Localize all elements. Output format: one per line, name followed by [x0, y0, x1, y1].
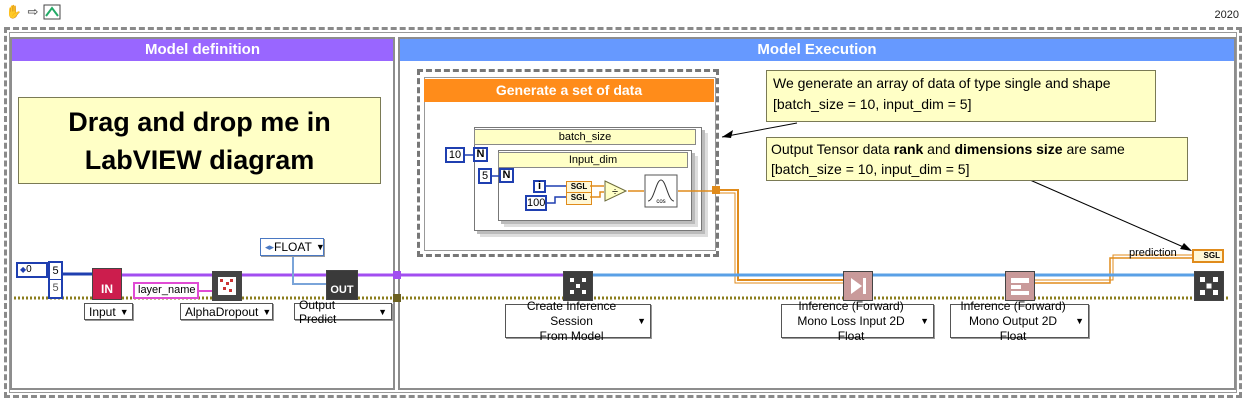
input-dim-constant[interactable]: 5 — [478, 168, 492, 184]
tensor-note: Output Tensor data rank and dimensions s… — [766, 137, 1188, 181]
iteration-terminal: i — [533, 180, 546, 193]
wire-prediction — [1025, 257, 1192, 284]
shape-array[interactable]: 5 5 — [48, 261, 63, 299]
shape-array-element-1[interactable]: 5 — [50, 263, 61, 280]
layer-name-constant[interactable]: layer_name — [133, 282, 199, 299]
input-count-terminal: N — [499, 168, 514, 183]
input-layer-vi[interactable]: IN — [92, 268, 122, 300]
chevron-down-icon: ▼ — [378, 306, 387, 317]
data-note: We generate an array of data of type sin… — [766, 70, 1156, 122]
cos-vi-icon — [644, 174, 678, 213]
data-note-line2: [batch_size = 10, input_dim = 5] — [773, 96, 972, 112]
chevron-down-icon: ▼ — [119, 306, 129, 317]
inference-output-dropdown[interactable]: Inference (Forward) Mono Output 2D Float… — [950, 299, 1089, 343]
create-session-line2: From Model — [539, 328, 604, 343]
tunnel-error — [393, 294, 401, 302]
output-forward-icon — [1011, 278, 1029, 295]
model-definition-title: Model definition — [12, 39, 393, 61]
close-session-vi[interactable] — [1194, 271, 1224, 301]
chevron-down-icon: ▼ — [637, 316, 646, 326]
chevron-down-icon: ▼ — [920, 316, 929, 326]
inference-loss-dropdown[interactable]: Inference (Forward) Mono Loss Input 2D F… — [781, 299, 934, 343]
dropout-dropdown-label: AlphaDropout — [185, 304, 259, 319]
dropout-dropdown[interactable]: AlphaDropout▼ — [180, 303, 273, 320]
model-execution-title: Model Execution — [400, 39, 1234, 61]
output-dropdown[interactable]: Output Predict ▼ — [294, 298, 392, 326]
tensor-note-line1: Output Tensor data rank and dimensions s… — [771, 141, 1125, 157]
input-layer-label: IN — [101, 282, 113, 296]
sgl-convert-2: SGL — [566, 192, 592, 205]
tunnel-model — [393, 271, 401, 279]
vi-icon[interactable] — [43, 4, 61, 20]
drag-drop-note: Drag and drop me in LabVIEW diagram — [18, 97, 381, 184]
session-network-icon — [570, 278, 586, 294]
inference-output-line2: Mono Output 2D Float — [969, 313, 1058, 343]
input-dropdown[interactable]: Input▼ — [84, 303, 133, 320]
year-label: 2020 — [1214, 9, 1239, 21]
dropout-grid-icon — [218, 277, 236, 295]
wire-float — [292, 256, 326, 285]
inference-output-vi[interactable] — [1005, 271, 1035, 301]
drag-drop-note-line1: Drag and drop me in — [68, 106, 331, 137]
inference-loss-line2: Mono Loss Input 2D Float — [797, 313, 905, 343]
cos-label: cos — [656, 199, 666, 205]
create-session-vi[interactable] — [563, 271, 593, 301]
inference-loss-text: Inference (Forward) Mono Loss Input 2D F… — [786, 299, 916, 344]
tensor-note-line2: [batch_size = 10, input_dim = 5] — [771, 161, 970, 177]
input-dim-loop-label: Input_dim — [498, 152, 688, 168]
create-session-dropdown[interactable]: Create Inference Session From Model ▼ — [505, 299, 651, 343]
generate-data-title: Generate a set of data — [424, 79, 714, 102]
drag-drop-note-line2: LabVIEW diagram — [84, 144, 315, 175]
wire-100 — [547, 196, 566, 204]
create-session-text: Create Inference Session From Model — [510, 299, 633, 344]
chevron-down-icon: ▼ — [315, 242, 325, 252]
constant-100[interactable]: 100 — [525, 195, 547, 211]
wire-sgl — [590, 185, 604, 198]
batch-size-constant[interactable]: 10 — [445, 147, 465, 163]
inference-loss-vi[interactable] — [843, 271, 873, 301]
batch-count-terminal: N — [473, 147, 488, 162]
float-type-label: FLOAT — [274, 240, 312, 254]
float-type-constant[interactable]: ◂▸FLOAT▼ — [260, 238, 325, 256]
inference-output-line1: Inference (Forward) — [960, 298, 1066, 313]
inference-output-text: Inference (Forward) Mono Output 2D Float — [955, 299, 1071, 344]
input-dropdown-label: Input — [89, 304, 116, 319]
tunnel-data — [712, 186, 720, 194]
play-forward-icon — [851, 278, 866, 294]
data-note-line1: We generate an array of data of type sin… — [773, 75, 1111, 91]
note2-arrow — [1029, 179, 1189, 250]
array-index[interactable]: ◆0 — [16, 262, 48, 278]
batch-size-loop-label: batch_size — [474, 129, 696, 145]
divide-node-icon: ÷ — [604, 180, 628, 207]
close-icon — [1200, 277, 1218, 295]
array-index-value: 0 — [26, 264, 32, 275]
inference-loss-line1: Inference (Forward) — [798, 298, 904, 313]
wire-data-to-inference — [716, 189, 850, 281]
svg-text:÷: ÷ — [612, 186, 618, 198]
output-dropdown-label: Output Predict — [299, 297, 337, 326]
prediction-label: prediction — [1129, 247, 1177, 259]
output-layer-label: OUT — [330, 284, 354, 296]
arrow-icon[interactable]: ⇨ — [27, 4, 39, 19]
shape-array-element-2[interactable]: 5 — [52, 282, 59, 294]
toolbar: ✋ ⇨ 2020 — [0, 0, 1245, 24]
chevron-down-icon: ▼ — [262, 306, 272, 317]
ring-arrows-icon: ◂▸ — [265, 241, 275, 252]
model-definition-panel: Model definition — [10, 37, 395, 390]
output-layer-vi[interactable]: OUT — [326, 270, 358, 300]
hand-icon[interactable]: ✋ — [5, 4, 23, 19]
chevron-down-icon: ▼ — [1075, 316, 1084, 326]
alpha-dropout-vi[interactable] — [212, 271, 242, 301]
note1-arrow — [721, 122, 798, 138]
prediction-indicator[interactable]: SGL — [1192, 249, 1224, 263]
create-session-line1: Create Inference Session — [526, 298, 617, 328]
